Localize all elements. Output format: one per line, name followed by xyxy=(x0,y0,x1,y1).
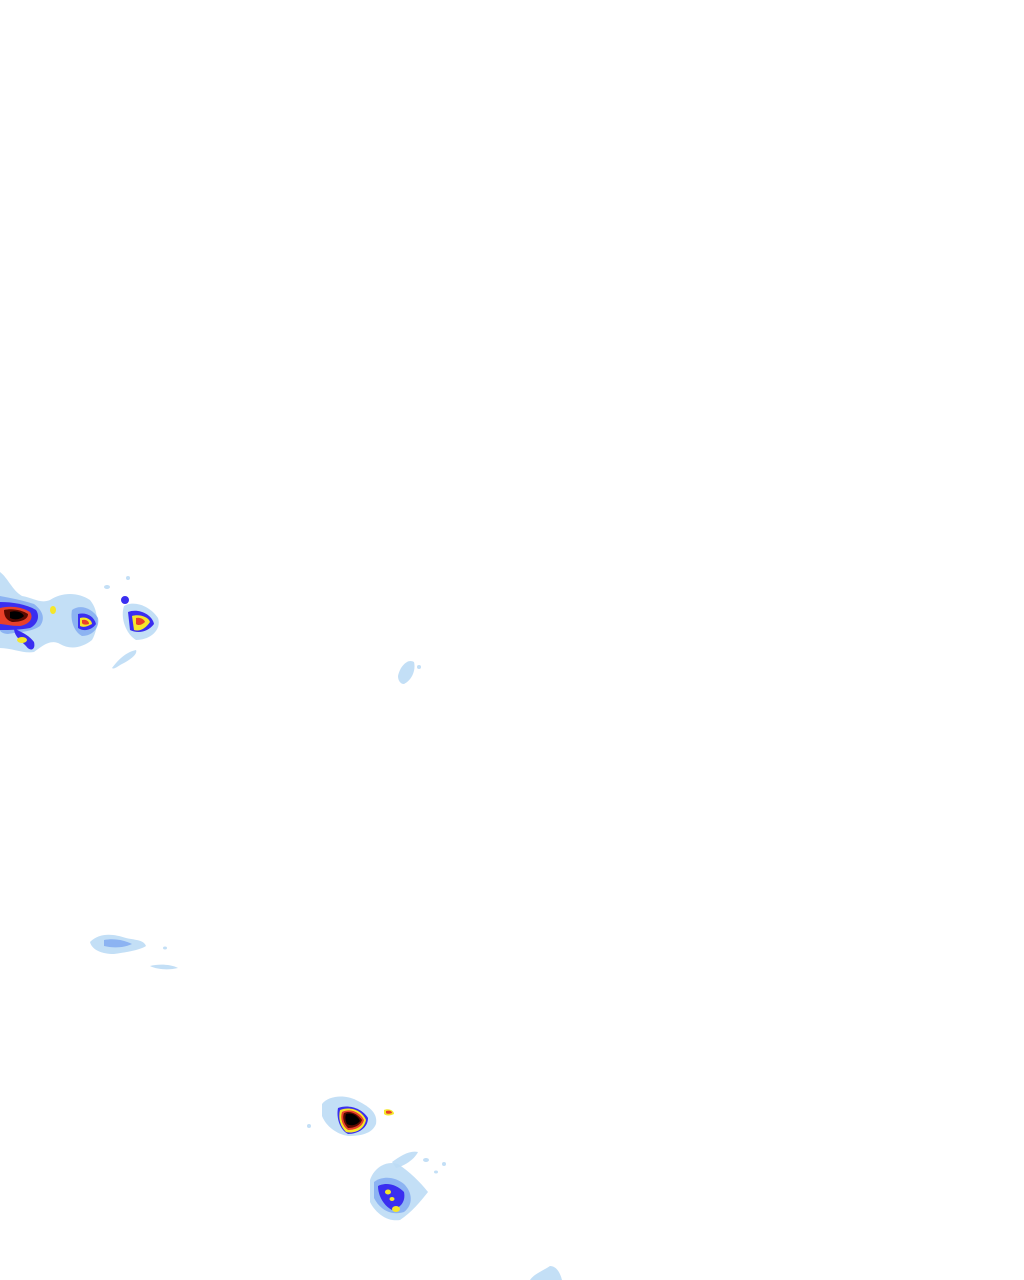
echo-central xyxy=(398,660,421,684)
cell-trail-intense xyxy=(17,637,27,643)
cell-dot-light xyxy=(126,576,130,580)
cell-heavy-area xyxy=(378,1184,405,1210)
cell-streak-light xyxy=(392,1151,418,1168)
cell-dot-light xyxy=(423,1158,429,1162)
echo-west-band xyxy=(90,934,178,970)
cell-dot-light xyxy=(442,1162,446,1166)
cell-small-heavy xyxy=(121,596,129,604)
cell-dot-light xyxy=(307,1124,311,1128)
cell-streak-light xyxy=(112,650,137,669)
cell-intense-dot xyxy=(385,1189,391,1195)
cell-satellite-severe xyxy=(386,1110,392,1114)
echo-light-area xyxy=(398,660,415,684)
storm-cell-south-1 xyxy=(307,1096,394,1136)
echo-dot xyxy=(417,665,421,669)
storm-cell-west-3 xyxy=(104,576,159,669)
cell-dot-light xyxy=(104,585,110,589)
storm-cell-west-1 xyxy=(0,572,97,653)
cell-light-area xyxy=(0,572,97,653)
cell-intense-dot xyxy=(389,1197,395,1201)
cell-small-intense xyxy=(50,606,56,614)
storm-cell-south-2 xyxy=(370,1151,446,1221)
band-medium-area xyxy=(104,939,132,948)
echo-light-area xyxy=(530,1266,562,1280)
cell-severe-core xyxy=(82,619,89,625)
echo-south-edge xyxy=(530,1266,562,1280)
storm-cell-west-2 xyxy=(50,606,99,636)
cell-intense-dot xyxy=(392,1206,400,1212)
band-dot xyxy=(163,946,167,950)
cell-black-core xyxy=(345,1113,360,1126)
cell-severe-core xyxy=(136,617,145,626)
cell-dot-light xyxy=(434,1170,438,1174)
band-trail-light xyxy=(150,964,178,970)
cell-black-core xyxy=(10,611,24,620)
